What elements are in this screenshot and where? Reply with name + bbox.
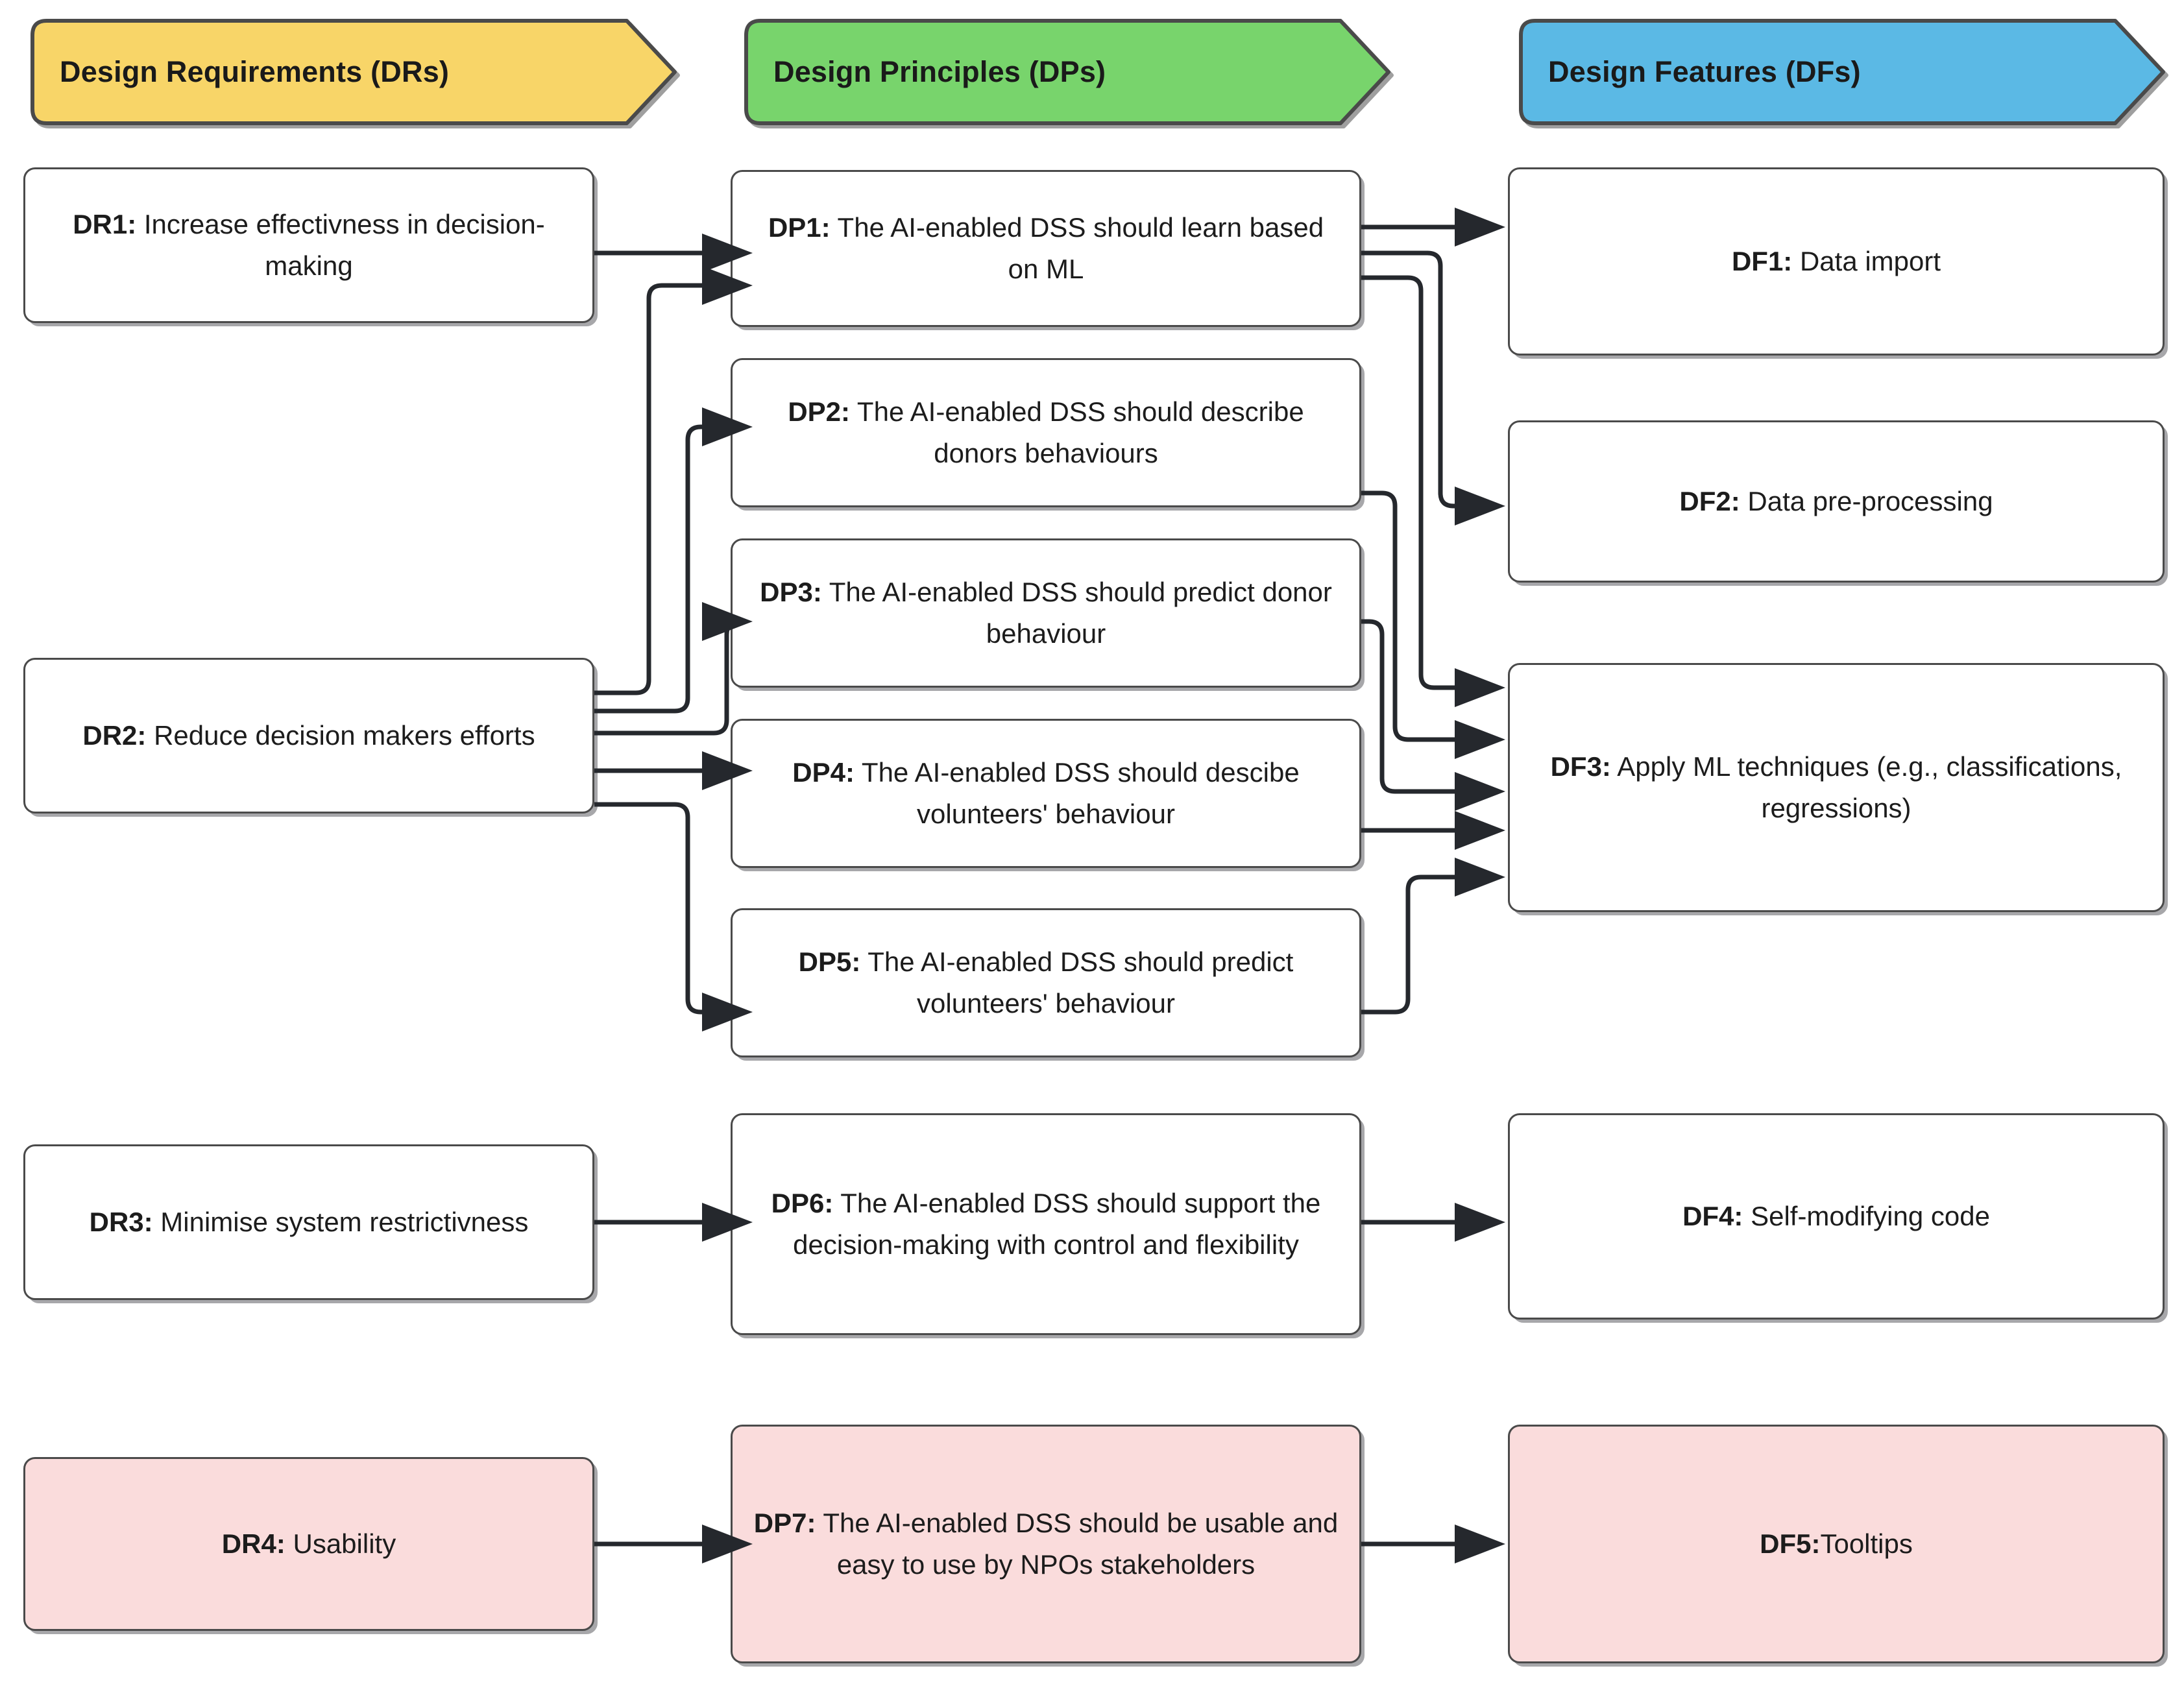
edge-dr2-dp1: [594, 266, 753, 695]
node-dp2-code: DP2:: [788, 396, 851, 428]
node-df5-label: DF5:Tooltips: [1527, 1523, 2146, 1565]
edge-dp3-df3: [1361, 619, 1505, 811]
node-dp3-label: DP3: The AI-enabled DSS should predict d…: [749, 572, 1342, 655]
node-dp3-code: DP3:: [760, 577, 822, 608]
node-dp2[interactable]: DP2: The AI-enabled DSS should describe …: [731, 358, 1361, 507]
banner-label-features: Design Features (DFs): [1548, 55, 1861, 88]
node-dp7-text: The AI-enabled DSS should be usable and …: [816, 1508, 1339, 1580]
node-dr4-label: DR4: Usability: [42, 1523, 576, 1565]
edge-dr2-dp3: [594, 602, 753, 736]
node-dp1[interactable]: DP1: The AI-enabled DSS should learn bas…: [731, 170, 1361, 327]
node-df4-code: DF4:: [1682, 1201, 1743, 1232]
node-df3-code: DF3:: [1550, 751, 1611, 782]
edge-dr2-dp4: [594, 751, 753, 790]
banner-shape-requirements: [30, 19, 677, 125]
node-dr3-code: DR3:: [89, 1207, 153, 1238]
node-dp7-label: DP7: The AI-enabled DSS should be usable…: [749, 1502, 1342, 1586]
edge-dr2-dp2: [594, 407, 753, 714]
banner-shape-features: [1519, 19, 2165, 125]
node-dr2-label: DR2: Reduce decision makers efforts: [42, 715, 576, 756]
edge-dp1-df3: [1361, 275, 1505, 707]
node-df5-text: Tooltips: [1820, 1528, 1913, 1560]
node-df2-text: Data pre-processing: [1740, 486, 1993, 517]
node-dr1[interactable]: DR1: Increase effectivness in decision-m…: [23, 167, 594, 323]
node-dr3[interactable]: DR3: Minimise system restrictivness: [23, 1144, 594, 1300]
node-df4-label: DF4: Self-modifying code: [1527, 1196, 2146, 1237]
banner-label-principles: Design Principles (DPs): [773, 55, 1106, 88]
node-dp6-text: The AI-enabled DSS should support the de…: [793, 1188, 1321, 1260]
node-dp4-label: DP4: The AI-enabled DSS should descibe v…: [749, 752, 1342, 835]
edge-dp4-df3: [1361, 811, 1505, 850]
node-df1-label: DF1: Data import: [1527, 241, 2146, 282]
node-df4[interactable]: DF4: Self-modifying code: [1508, 1113, 2165, 1320]
node-dp3-text: The AI-enabled DSS should predict donor …: [821, 577, 1332, 649]
banner-label-requirements: Design Requirements (DRs): [60, 55, 450, 88]
node-df2-label: DF2: Data pre-processing: [1527, 481, 2146, 522]
node-df5-code: DF5:: [1760, 1528, 1821, 1560]
node-dp4[interactable]: DP4: The AI-enabled DSS should descibe v…: [731, 719, 1361, 868]
node-dp1-label: DP1: The AI-enabled DSS should learn bas…: [749, 207, 1342, 290]
edge-dp5-df3: [1361, 858, 1505, 1015]
edge-dp6-df4: [1361, 1203, 1505, 1242]
node-dp1-code: DP1:: [768, 212, 831, 243]
banner-design-features: Design Features (DFs): [1512, 17, 2167, 127]
node-dr1-text: Increase effectivness in decision-making: [136, 209, 545, 281]
edge-dr3-dp6: [594, 1203, 753, 1242]
node-dp1-text: The AI-enabled DSS should learn based on…: [830, 212, 1324, 284]
edge-dr4-dp7: [594, 1525, 753, 1563]
node-dp6[interactable]: DP6: The AI-enabled DSS should support t…: [731, 1113, 1361, 1335]
node-dp3[interactable]: DP3: The AI-enabled DSS should predict d…: [731, 538, 1361, 688]
node-dr3-label: DR3: Minimise system restrictivness: [42, 1201, 576, 1243]
node-dp2-label: DP2: The AI-enabled DSS should describe …: [749, 391, 1342, 474]
edge-dp2-df3: [1361, 490, 1505, 759]
node-df1-text: Data import: [1792, 246, 1941, 277]
node-dr4-code: DR4:: [221, 1528, 285, 1560]
node-df2-code: DF2:: [1679, 486, 1740, 517]
node-df3-text: Apply ML techniques (e.g., classificatio…: [1610, 751, 2122, 823]
node-dr2[interactable]: DR2: Reduce decision makers efforts: [23, 658, 594, 814]
node-dp7-code: DP7:: [753, 1508, 816, 1539]
node-df4-text: Self-modifying code: [1743, 1201, 1990, 1232]
node-dp5[interactable]: DP5: The AI-enabled DSS should predict v…: [731, 908, 1361, 1057]
edge-dp7-df5: [1361, 1525, 1505, 1563]
node-dp7[interactable]: DP7: The AI-enabled DSS should be usable…: [731, 1425, 1361, 1663]
node-df3[interactable]: DF3: Apply ML techniques (e.g., classifi…: [1508, 663, 2165, 912]
node-df3-label: DF3: Apply ML techniques (e.g., classifi…: [1527, 746, 2146, 829]
node-df5[interactable]: DF5:Tooltips: [1508, 1425, 2165, 1663]
edge-dp1-df2: [1361, 250, 1505, 525]
node-dr1-code: DR1:: [73, 209, 137, 240]
node-dp4-text: The AI-enabled DSS should descibe volunt…: [855, 757, 1300, 829]
node-dp4-code: DP4:: [792, 757, 855, 788]
node-dp5-label: DP5: The AI-enabled DSS should predict v…: [749, 941, 1342, 1024]
banner-design-requirements: Design Requirements (DRs): [23, 17, 679, 127]
node-df1-code: DF1:: [1731, 246, 1793, 277]
node-dr3-text: Minimise system restrictivness: [152, 1207, 529, 1238]
edge-dr1-dp1: [594, 234, 753, 272]
node-df2[interactable]: DF2: Data pre-processing: [1508, 420, 2165, 583]
node-dr1-label: DR1: Increase effectivness in decision-m…: [42, 204, 576, 287]
node-dr4[interactable]: DR4: Usability: [23, 1457, 594, 1631]
edge-dr2-dp5: [594, 802, 753, 1031]
node-dr4-text: Usability: [285, 1528, 396, 1560]
node-dr2-code: DR2:: [82, 720, 147, 751]
banner-shape-principles: [744, 19, 1390, 125]
node-dr2-text: Reduce decision makers efforts: [146, 720, 535, 751]
node-df1[interactable]: DF1: Data import: [1508, 167, 2165, 356]
edge-dp1-df1: [1361, 208, 1505, 247]
node-dp6-label: DP6: The AI-enabled DSS should support t…: [749, 1183, 1342, 1266]
banner-design-principles: Design Principles (DPs): [737, 17, 1392, 127]
node-dp5-text: The AI-enabled DSS should predict volunt…: [860, 946, 1294, 1019]
node-dp2-text: The AI-enabled DSS should describe donor…: [850, 396, 1304, 468]
node-dp6-code: DP6:: [771, 1188, 834, 1219]
node-dp5-code: DP5:: [798, 946, 861, 978]
